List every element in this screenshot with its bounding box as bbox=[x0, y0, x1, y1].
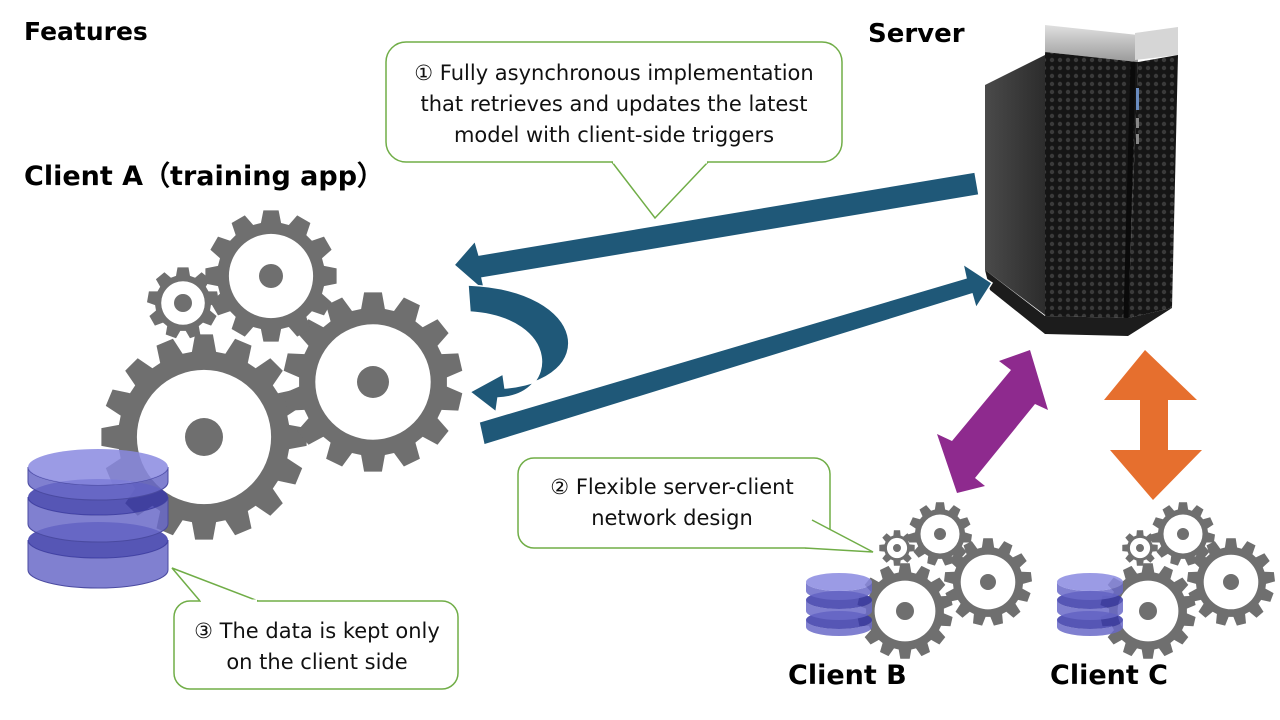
client-c-gears-icon bbox=[1100, 502, 1275, 659]
callout-async-line-1: ① Fully asynchronous implementation bbox=[414, 61, 814, 85]
gear-small bbox=[147, 267, 219, 339]
server-label: Server bbox=[868, 19, 965, 49]
gears-icon bbox=[101, 210, 463, 540]
client-b-database-icon bbox=[806, 573, 872, 636]
callout-data-number: ③ bbox=[194, 619, 213, 643]
callout-data-line-2: on the client side bbox=[226, 650, 408, 674]
callout-network-line-2: network design bbox=[591, 506, 753, 530]
callout-async-line-3: model with client-side triggers bbox=[453, 123, 775, 147]
callout-async-text: ① Fully asynchronous implementation that… bbox=[392, 58, 836, 151]
callout-network-text: ② Flexible server-client network design bbox=[522, 472, 822, 534]
database-icon bbox=[27, 449, 169, 589]
callout-async-number: ① bbox=[414, 61, 434, 85]
arrow-client-a-to-server bbox=[478, 262, 994, 446]
client-c-database-icon bbox=[1057, 573, 1123, 636]
server-tower-icon bbox=[985, 25, 1178, 336]
callout-data-text: ③ The data is kept only on the client si… bbox=[179, 616, 455, 678]
callout-network-line-1: ② Flexible server-client bbox=[550, 475, 794, 499]
callout-data-line-1: ③ The data is kept only bbox=[194, 619, 440, 643]
callout-async bbox=[385, 41, 843, 220]
client-b-gears-icon bbox=[857, 502, 1032, 659]
gear-upper bbox=[205, 210, 337, 342]
gear-medium bbox=[283, 292, 463, 472]
arrow-client-c-server bbox=[1104, 350, 1202, 500]
arrow-loop-update bbox=[467, 284, 570, 414]
callout-async-line-2: that retrieves and updates the latest bbox=[420, 92, 808, 116]
client-c-label: Client C bbox=[1050, 660, 1168, 691]
callout-network bbox=[517, 457, 874, 553]
features-heading: Features bbox=[24, 17, 148, 46]
callout-data bbox=[171, 567, 459, 690]
arrow-client-b-server bbox=[937, 350, 1048, 493]
client-a-label: Client A（training app） bbox=[24, 161, 385, 192]
client-b-label: Client B bbox=[788, 660, 907, 691]
arrow-server-to-client-a bbox=[452, 171, 980, 295]
callout-network-number: ② bbox=[550, 475, 570, 499]
